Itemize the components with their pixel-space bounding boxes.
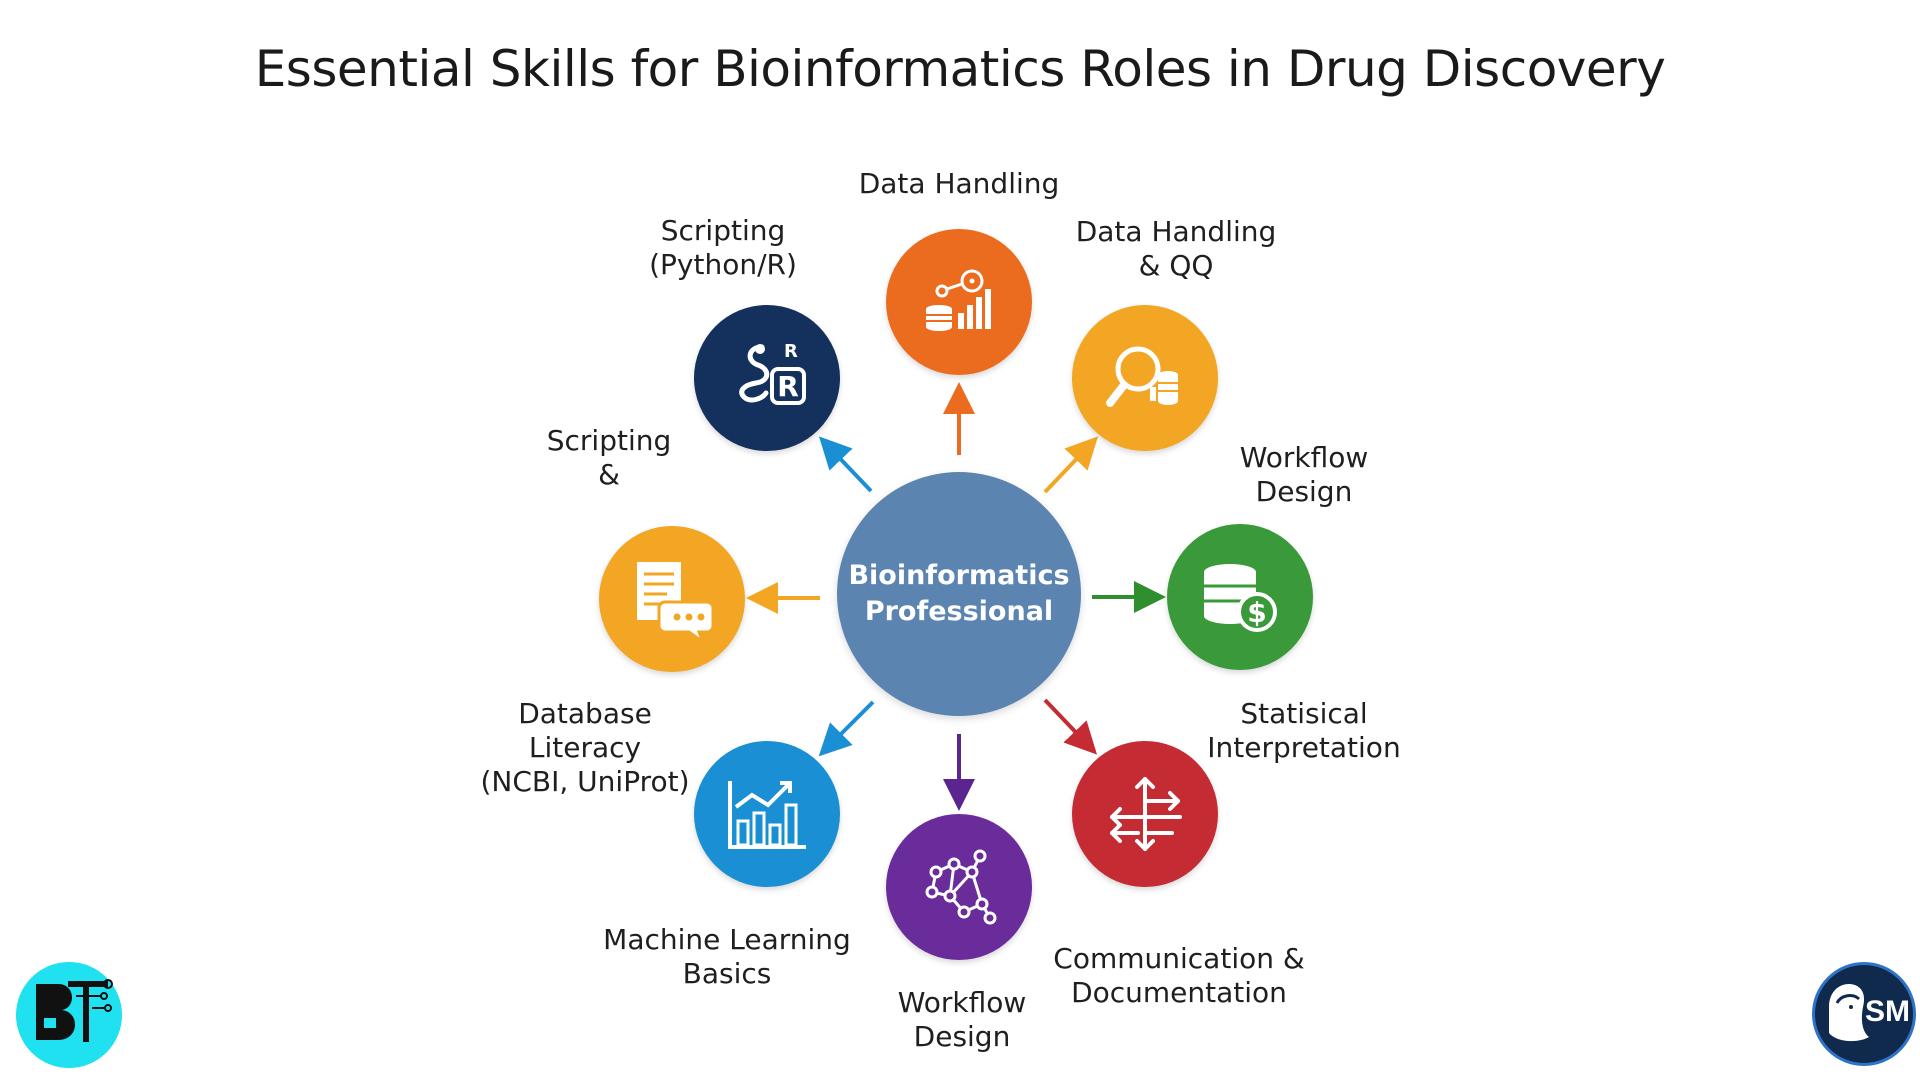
label-workflow-design-right: Workflow Design xyxy=(1174,441,1434,509)
label-workflow-design-bottom: Workflow Design xyxy=(832,986,1092,1054)
label-database-literacy: Database Literacy (NCBI, UniProt) xyxy=(455,697,715,799)
sm-logo: SM xyxy=(1812,962,1916,1066)
bt-logo xyxy=(16,962,122,1068)
label-statistical-line-2: Interpretation xyxy=(1207,731,1401,764)
label-scripting-line-2: (Python/R) xyxy=(649,248,797,281)
label-communication-line-1: Communication & xyxy=(1053,942,1305,975)
label-workflow-right-line-1: Workflow xyxy=(1239,441,1369,474)
label-workflow-right-line-2: Design xyxy=(1255,475,1353,508)
arrow-to-machine-learning xyxy=(818,700,875,757)
node-workflow-design-right: $ xyxy=(1167,524,1313,670)
label-statistical-interpretation: Statisical Interpretation xyxy=(1174,697,1434,765)
arrows-cross-icon xyxy=(1110,777,1182,851)
hub-bioinformatics-professional: Bioinformatics Professional xyxy=(837,472,1081,716)
dollar-symbol: $ xyxy=(1247,596,1266,629)
bt-circuit-logo-icon xyxy=(36,979,113,1042)
label-workflow-bottom-line-1: Workflow xyxy=(897,986,1027,1019)
r-big-letter: R xyxy=(777,370,799,403)
label-workflow-bottom-line-2: Design xyxy=(913,1020,1011,1053)
label-data-handling-line-1: Data Handling xyxy=(858,167,1060,200)
r-small-letter: R xyxy=(784,341,798,362)
node-communication-documentation xyxy=(599,526,745,672)
node-machine-learning xyxy=(694,741,840,887)
label-data-handling-qq: Data Handling & QQ xyxy=(1046,215,1306,283)
arrow-to-statistical xyxy=(1043,698,1098,755)
label-machine-learning-line-2: Basics xyxy=(682,957,772,990)
arrow-to-data-handling-qq xyxy=(1043,436,1099,494)
data-chart-icon xyxy=(926,269,991,331)
database-dollar-icon: $ xyxy=(1204,564,1277,632)
label-scripting-python-r: Scripting (Python/R) xyxy=(593,214,853,282)
label-database-line-2: Literacy xyxy=(528,731,642,764)
bearded-face-icon xyxy=(1829,983,1869,1042)
label-machine-learning-line-1: Machine Learning xyxy=(603,923,851,956)
arrow-to-scripting xyxy=(818,436,873,493)
magnifier-database-icon xyxy=(1106,346,1178,407)
document-chat-icon xyxy=(637,562,715,644)
label-communication-documentation: Communication & Documentation xyxy=(1049,942,1309,1010)
hub-line-2: Professional xyxy=(864,596,1054,627)
node-statistical-interpretation xyxy=(1072,741,1218,887)
label-scripting-amp-line-1: Scripting xyxy=(546,424,672,457)
node-scripting-python-r: R R xyxy=(694,305,840,451)
label-scripting-line-1: Scripting xyxy=(660,214,786,247)
node-data-handling-qq xyxy=(1072,305,1218,451)
python-r-icon: R R xyxy=(739,341,806,405)
label-machine-learning: Machine Learning Basics xyxy=(597,923,857,991)
label-statistical-line-1: Statisical xyxy=(1240,697,1368,730)
label-communication-line-2: Documentation xyxy=(1071,976,1287,1009)
bar-chart-up-icon xyxy=(728,781,806,849)
label-data-handling-qq-line-1: Data Handling xyxy=(1075,215,1277,248)
label-database-line-1: Database xyxy=(518,697,652,730)
label-data-handling-qq-line-2: & QQ xyxy=(1138,249,1214,282)
sm-logo-text: SM xyxy=(1865,995,1910,1028)
label-database-line-3: (NCBI, UniProt) xyxy=(480,765,690,798)
hub-line-1: Bioinformatics xyxy=(848,560,1070,591)
label-scripting-amp-line-2: & xyxy=(598,458,620,491)
node-data-handling xyxy=(886,229,1032,375)
label-data-handling: Data Handling xyxy=(829,167,1089,201)
label-scripting-amp: Scripting & xyxy=(479,424,739,492)
node-workflow-design-bottom xyxy=(886,814,1032,960)
network-icon xyxy=(925,849,997,925)
page-title: Essential Skills for Bioinformatics Role… xyxy=(254,40,1666,98)
